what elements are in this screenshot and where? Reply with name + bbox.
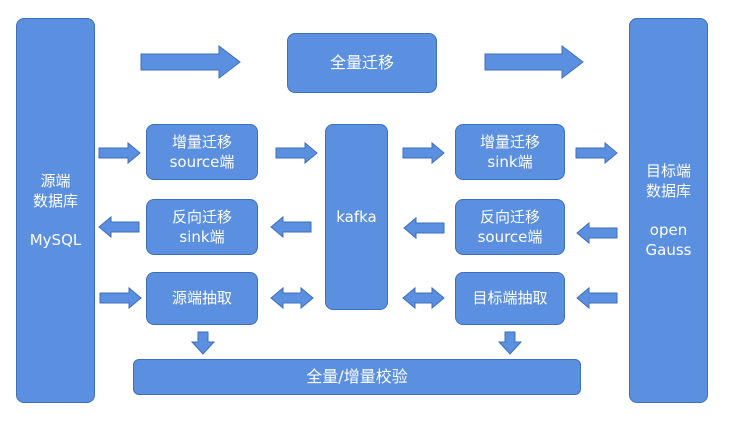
target-db-label-3: open (649, 220, 688, 239)
source-database-box: 源端 数据库 MySQL (16, 18, 95, 403)
target-db-label-2: 数据库 (645, 182, 691, 201)
reverse-sink-label-2: sink端 (179, 228, 225, 246)
arrow-double-1 (270, 286, 314, 310)
arrow-left-3 (403, 216, 445, 240)
arrow-left-5 (576, 286, 618, 310)
reverse-source-label-2: source端 (477, 228, 543, 246)
kafka-box: kafka (325, 124, 388, 310)
incr-source-label-1: 增量迁移 (171, 132, 232, 151)
arrow-right-1 (98, 141, 141, 165)
arrow-left-2 (270, 215, 312, 239)
arrow-right-3 (402, 141, 445, 165)
kafka-label: kafka (336, 207, 377, 226)
incr-sink-label-2: sink端 (487, 153, 533, 171)
target-db-label-4: Gauss (645, 240, 692, 259)
arrow-left-1 (98, 215, 140, 239)
source-extract-label: 源端抽取 (171, 289, 232, 308)
arrow-right-large-1 (140, 44, 241, 80)
arrow-down-2 (497, 331, 523, 355)
target-db-label-1: 目标端 (645, 162, 691, 180)
verification-box: 全量/增量校验 (133, 359, 581, 395)
verification-label: 全量/增量校验 (306, 367, 408, 387)
arrow-down-1 (190, 331, 216, 355)
reverse-source-box: 反向迁移 source端 (455, 199, 565, 255)
arrow-left-4 (576, 221, 618, 245)
source-db-label-1: 源端 (40, 172, 71, 191)
arrow-right-2 (275, 141, 318, 165)
arrow-double-2 (402, 286, 445, 310)
target-extract-box: 目标端抽取 (455, 272, 565, 325)
reverse-sink-box: 反向迁移 sink端 (146, 199, 258, 255)
incr-source-label-2: source端 (169, 153, 235, 171)
incr-sink-label-1: 增量迁移 (479, 132, 540, 151)
source-extract-box: 源端抽取 (146, 272, 258, 325)
full-migration-box: 全量迁移 (287, 33, 437, 93)
target-database-box: 目标端 数据库 open Gauss (629, 18, 708, 403)
arrow-right-4 (575, 141, 618, 165)
reverse-source-label-1: 反向迁移 (479, 207, 540, 226)
incremental-sink-box: 增量迁移 sink端 (455, 124, 565, 180)
target-extract-label: 目标端抽取 (472, 289, 548, 308)
reverse-sink-label-1: 反向迁移 (171, 207, 232, 226)
source-db-label-2: 数据库 (32, 192, 78, 211)
source-db-label-3: MySQL (29, 230, 82, 249)
full-migration-label: 全量迁移 (329, 53, 394, 73)
arrow-right-5 (99, 286, 142, 310)
arrow-right-large-2 (484, 44, 584, 80)
incremental-source-box: 增量迁移 source端 (146, 124, 258, 180)
